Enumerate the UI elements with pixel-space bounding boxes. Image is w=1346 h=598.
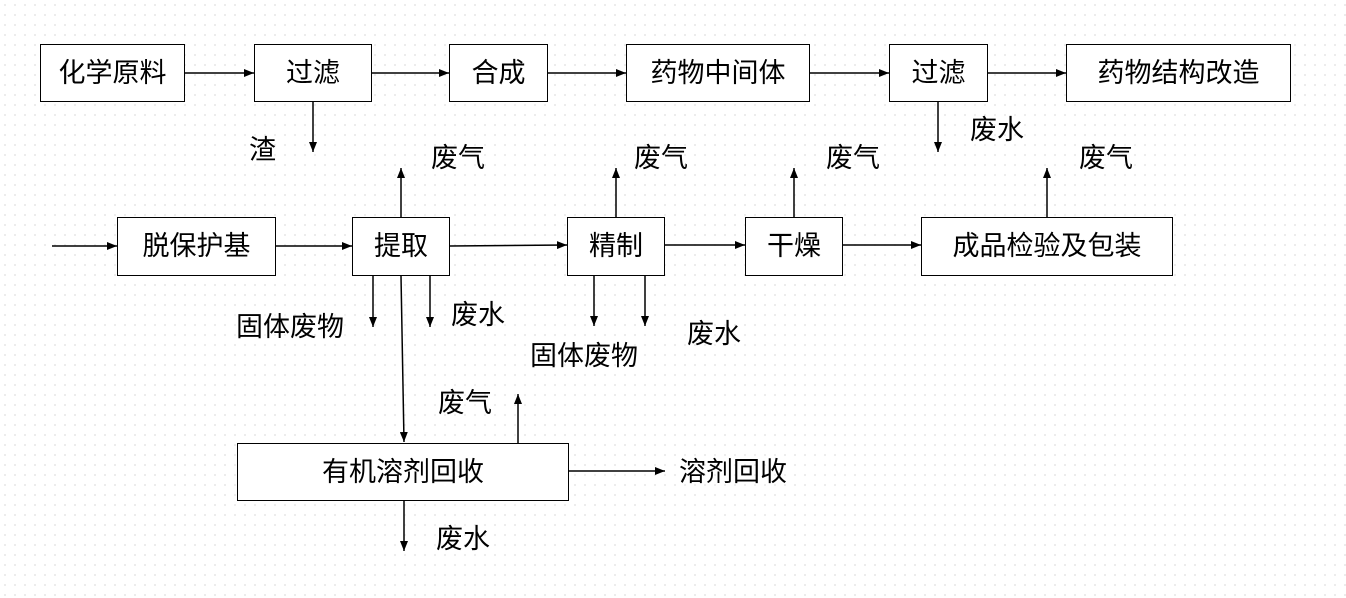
label-recover-solvent: 溶剂回收 [679,457,787,488]
node-refine: 精制 [567,217,665,276]
node-filter2: 过滤 [889,44,988,102]
label-recover-water: 废水 [436,524,490,555]
label-refine-gas: 废气 [634,143,688,174]
arrow-extract-to-recover [399,275,408,443]
node-synth: 合成 [449,44,548,102]
label-extract-water: 废水 [451,300,505,331]
node-deprotect: 脱保护基 [117,217,276,276]
label-refine-solid: 固体废物 [530,341,638,372]
node-extract: 提取 [352,217,450,276]
node-recover: 有机溶剂回收 [237,443,569,501]
label-recover-gas: 废气 [438,388,492,419]
label-residue: 渣 [249,135,276,166]
label-extract-gas: 废气 [431,143,485,174]
label-filter2-water: 废水 [970,115,1024,146]
label-dry-gas: 废气 [826,143,880,174]
arrow-extract-to-refine [449,241,568,250]
label-extract-solid: 固体废物 [236,312,344,343]
node-chem: 化学原料 [40,44,185,102]
node-package: 成品检验及包装 [921,217,1173,276]
node-dry: 干燥 [745,217,843,276]
node-inter: 药物中间体 [626,44,810,102]
node-modify: 药物结构改造 [1066,44,1291,102]
node-filter1: 过滤 [254,44,372,102]
label-refine-water: 废水 [687,319,741,350]
label-package-gas: 废气 [1079,143,1133,174]
